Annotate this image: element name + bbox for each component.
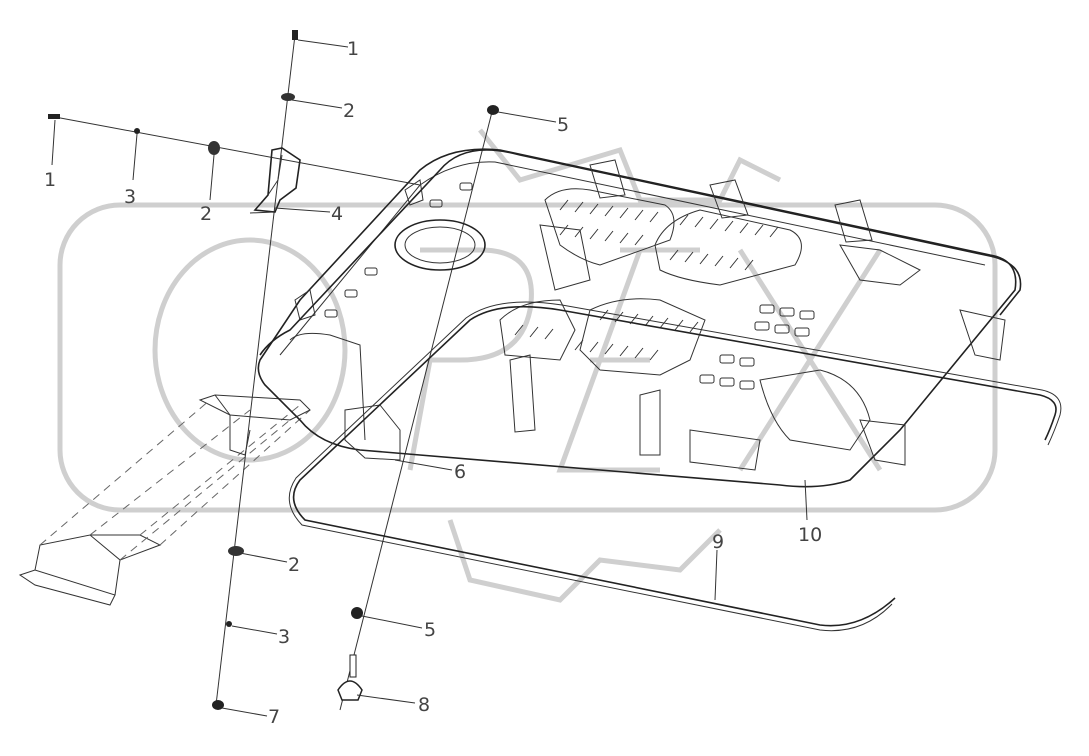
callout-2-left: 2 [200,203,212,225]
washer-2-left [208,141,220,155]
washer-2-bottom [228,546,244,556]
bolt-1-top [292,30,298,40]
callout-6: 6 [454,461,466,483]
callout-3-left: 3 [124,186,136,208]
nut-5-top [487,105,499,115]
callout-4: 4 [331,203,343,225]
callout-5-bottom: 5 [424,619,436,641]
nut-5-bottom [351,607,363,619]
bolt-1-left [48,114,60,119]
washer-2-top [281,93,295,101]
callout-2-bottom: 2 [288,554,300,576]
fuel-tank-10 [257,148,1017,488]
callout-5-top: 5 [557,114,569,136]
callout-7: 7 [268,706,280,728]
drain-plug-8 [337,654,363,701]
leader-lines [51,39,808,717]
nut-3-left [134,128,140,134]
nut-3-bottom [226,621,232,627]
strap-9 [288,301,1062,632]
callout-2-top: 2 [343,100,355,122]
callout-8: 8 [418,694,430,716]
nut-7-bottom [212,700,224,710]
callout-3-bottom: 3 [278,626,290,648]
callout-9: 9 [712,531,724,553]
callout-10: 10 [798,524,822,546]
callout-1-left: 1 [44,169,56,191]
assembly-axis-lines [54,34,494,711]
support-bracket-ghost [18,394,311,606]
watermark-logo [57,128,998,603]
tank-straps [259,149,1022,456]
callout-1-top: 1 [347,38,359,60]
